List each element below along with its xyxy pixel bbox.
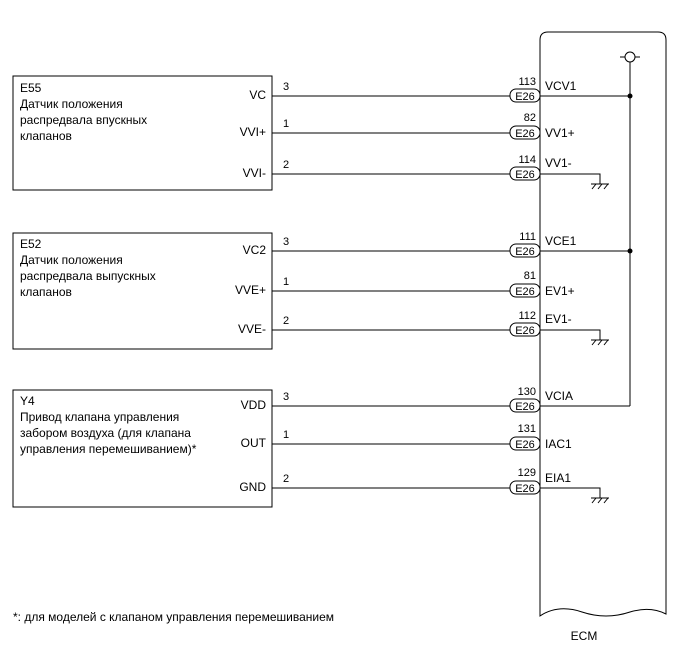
component-id: E55	[20, 81, 42, 95]
ecm-pin-number: 129	[518, 467, 536, 479]
ecm-signal: VV1+	[545, 126, 575, 140]
pin-label: VVI+	[240, 125, 266, 139]
ecm-signal: VCE1	[545, 234, 577, 248]
pin-number: 1	[283, 118, 289, 130]
pin-number: 2	[283, 473, 289, 485]
ecm-pin-number: 112	[518, 310, 536, 322]
ecm-pin-number: 130	[518, 386, 536, 398]
pin-number: 3	[283, 236, 289, 248]
connector-code: E26	[515, 169, 535, 181]
pin-label: VVE+	[235, 283, 266, 297]
circuit-line: VC2 3 111 E26 VCE1	[243, 231, 633, 258]
pin-label: VC2	[243, 243, 267, 257]
connector-code: E26	[515, 483, 535, 495]
circuit-line: VVE+ 1 81 E26 EV1+	[235, 270, 575, 298]
component-desc-line: Датчик положения	[20, 97, 123, 111]
ecm-signal: EIA1	[545, 471, 571, 485]
connector-tag	[509, 283, 541, 298]
wire	[540, 329, 601, 340]
component-e52: E52 Датчик положения распредвала выпускн…	[12, 231, 633, 350]
connector-code: E26	[515, 128, 535, 140]
ecm-pin-number: 81	[524, 270, 536, 282]
ecm-label: ECM	[571, 629, 598, 643]
pin-number: 2	[283, 159, 289, 171]
ecm-signal: VCIA	[545, 389, 573, 403]
ecm-signal: EV1+	[545, 284, 575, 298]
junction-dot	[627, 248, 633, 254]
connector-code: E26	[515, 246, 535, 258]
pin-label: VC	[249, 88, 266, 102]
pin-label: OUT	[241, 436, 267, 450]
circuit-line: VVI+ 1 82 E26 VV1+	[240, 112, 575, 140]
circuit-line: VVI- 2 114 E26 VV1-	[243, 154, 609, 190]
component-id: E52	[20, 237, 42, 251]
footnote: *: для моделей с клапаном управления пер…	[13, 610, 334, 624]
ecm-pin-number: 82	[524, 112, 536, 124]
component-desc-line: забором воздуха (для клапана	[20, 426, 191, 440]
circuit-line: VC 3 113 E26 VCV1	[249, 76, 633, 103]
component-box	[12, 389, 273, 508]
ground-icon	[591, 339, 609, 346]
connector-code: E26	[515, 439, 535, 451]
component-desc-line: Датчик положения	[20, 253, 123, 267]
component-desc-line: управления перемешиванием)*	[20, 442, 197, 456]
component-desc-line: Привод клапана управления	[20, 410, 179, 424]
ecm-pin-number: 113	[518, 76, 536, 88]
component-desc-line: клапанов	[20, 129, 72, 143]
ecm-signal: IAC1	[545, 437, 572, 451]
pin-number: 1	[283, 429, 289, 441]
connector-code: E26	[515, 91, 535, 103]
pin-label: VVI-	[243, 166, 266, 180]
pin-number: 2	[283, 315, 289, 327]
ground-icon	[591, 497, 609, 504]
ecm-outline	[539, 31, 667, 617]
component-desc-line: распредвала выпускных	[20, 269, 156, 283]
connector-code: E26	[515, 286, 535, 298]
ecm-pin-number: 111	[519, 231, 536, 243]
circuit-line: OUT 1 131 E26 IAC1	[241, 423, 572, 451]
pin-label: GND	[239, 480, 266, 494]
pin-number: 1	[283, 276, 289, 288]
component-y4: Y4 Привод клапана управления забором воз…	[12, 386, 630, 508]
component-id: Y4	[20, 394, 35, 408]
connector-code: E26	[515, 325, 535, 337]
ecm-signal: VV1-	[545, 156, 572, 170]
pin-label: VDD	[241, 398, 267, 412]
wire	[540, 487, 601, 498]
ecm-pin-number: 114	[518, 154, 536, 166]
pin-number: 3	[283, 81, 289, 93]
power-supply-icon	[620, 51, 640, 406]
wire	[540, 173, 601, 184]
ecm-signal: EV1-	[545, 312, 572, 326]
circuit-line: GND 2 129 E26 EIA1	[239, 467, 609, 504]
component-desc-line: клапанов	[20, 285, 72, 299]
junction-dot	[627, 93, 633, 99]
circuit-line: VVE- 2 112 E26 EV1-	[238, 310, 609, 346]
connector-tag	[509, 125, 541, 140]
pin-number: 3	[283, 391, 289, 403]
pin-label: VVE-	[238, 322, 266, 336]
connector-tag	[509, 436, 541, 451]
ecm-pin-number: 131	[518, 423, 536, 435]
ground-icon	[591, 183, 609, 190]
component-desc-line: распредвала впускных	[20, 113, 147, 127]
connector-code: E26	[515, 401, 535, 413]
ecm-signal: VCV1	[545, 79, 577, 93]
component-e55: E55 Датчик положения распредвала впускны…	[12, 75, 633, 191]
circuit-line: VDD 3 130 E26 VCIA	[241, 386, 630, 413]
